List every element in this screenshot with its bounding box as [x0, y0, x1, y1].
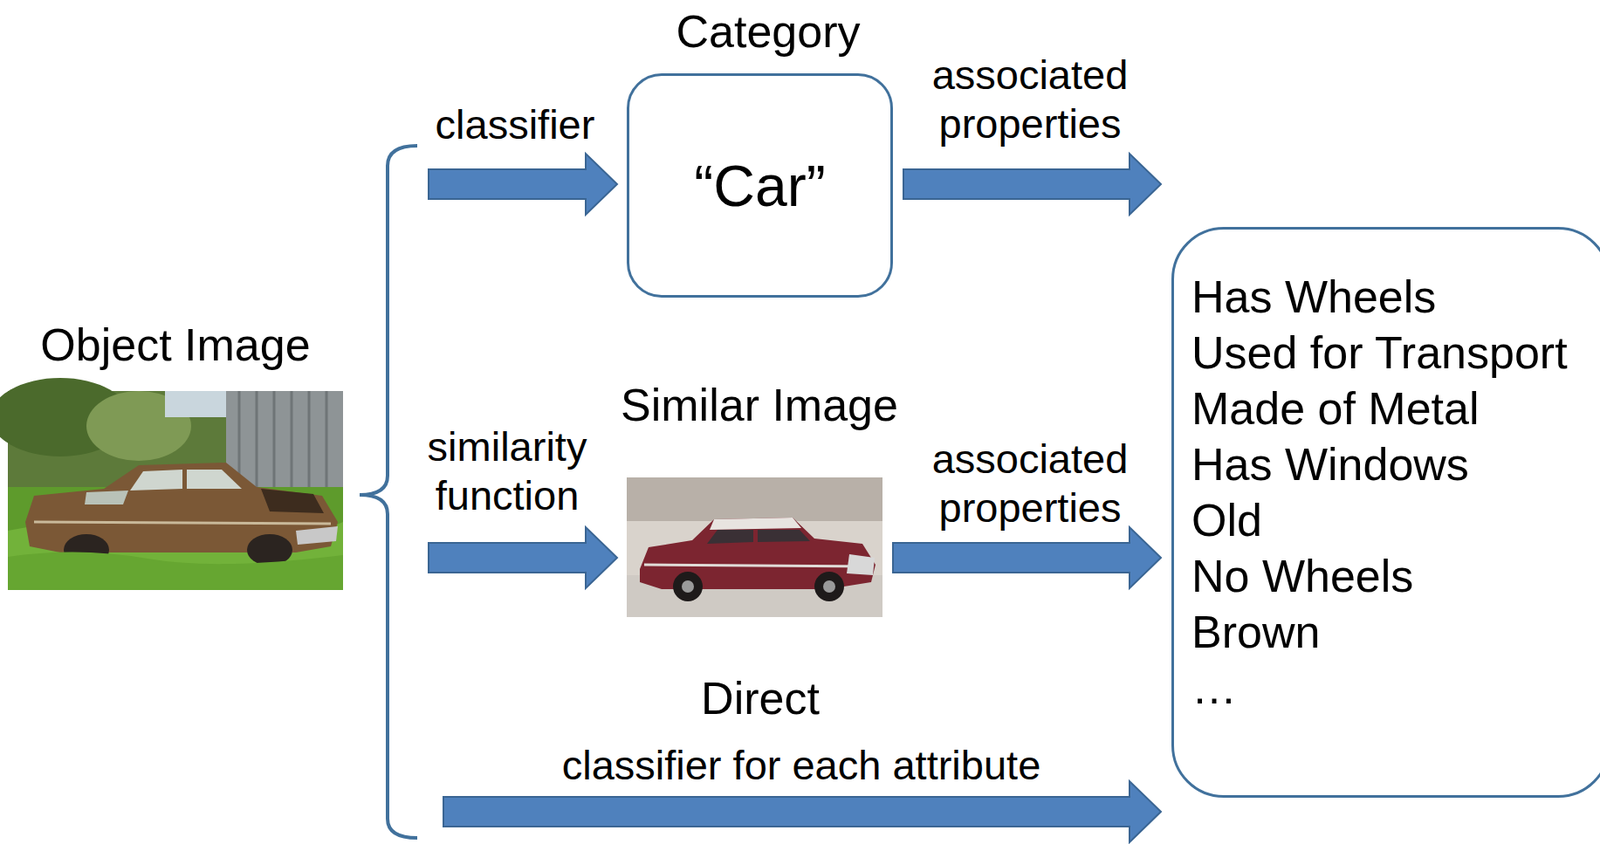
property-item: Has Wheels [1191, 268, 1600, 325]
image-panel: Object Image [7, 391, 426, 591]
property-item: Brown [1191, 604, 1600, 660]
edge-label: classifier [384, 100, 646, 150]
wheel [672, 571, 703, 602]
wheel-well [247, 534, 293, 566]
object-photo [0, 377, 344, 591]
property-item: … [1191, 659, 1600, 716]
block-arrow [903, 153, 1161, 215]
section-heading: Direct [700, 672, 820, 724]
trim [644, 564, 873, 567]
category-name: “Car” [693, 152, 825, 220]
grass-front [7, 551, 344, 591]
block-arrow [443, 781, 1161, 843]
brace [359, 145, 418, 838]
car-window [130, 469, 183, 491]
block-arrow [428, 527, 618, 589]
car-window [707, 529, 754, 544]
property-box: Has WheelsUsed for TransportMade of Meta… [1171, 226, 1600, 798]
property-item: Used for Transport [1191, 324, 1600, 381]
photo-ground [626, 477, 883, 618]
node-heading: Category [676, 5, 861, 58]
wheel [814, 571, 845, 602]
edge-label: similarity function [376, 422, 639, 521]
node-heading: Similar Image [620, 378, 899, 432]
shed-ribs [239, 391, 327, 496]
property-item: No Wheels [1191, 548, 1600, 605]
car-window [757, 529, 811, 543]
similar-photo [626, 477, 883, 618]
bumper [295, 526, 338, 545]
trim [34, 521, 331, 524]
grille [846, 554, 875, 576]
property-item: Made of Metal [1191, 380, 1600, 437]
edge-label: associated properties [920, 50, 1140, 149]
car-window [84, 490, 129, 505]
block-arrow [428, 153, 618, 215]
open-hood [260, 488, 324, 514]
block-arrow [892, 527, 1161, 589]
node-heading: Object Image [40, 318, 310, 371]
hubcap [823, 580, 836, 593]
hubcap [681, 580, 694, 593]
property-item: Old [1191, 492, 1600, 549]
sky [164, 391, 227, 418]
edge-label: classifier for each attribute [495, 741, 1107, 790]
wall [626, 477, 883, 522]
edge-label: associated properties [920, 434, 1140, 533]
car-roof [709, 517, 802, 530]
image-panel: Similar Image [626, 477, 883, 618]
category-box: Category“Car” [626, 73, 893, 298]
property-item: Has Windows [1191, 436, 1600, 493]
car-window [186, 469, 242, 489]
